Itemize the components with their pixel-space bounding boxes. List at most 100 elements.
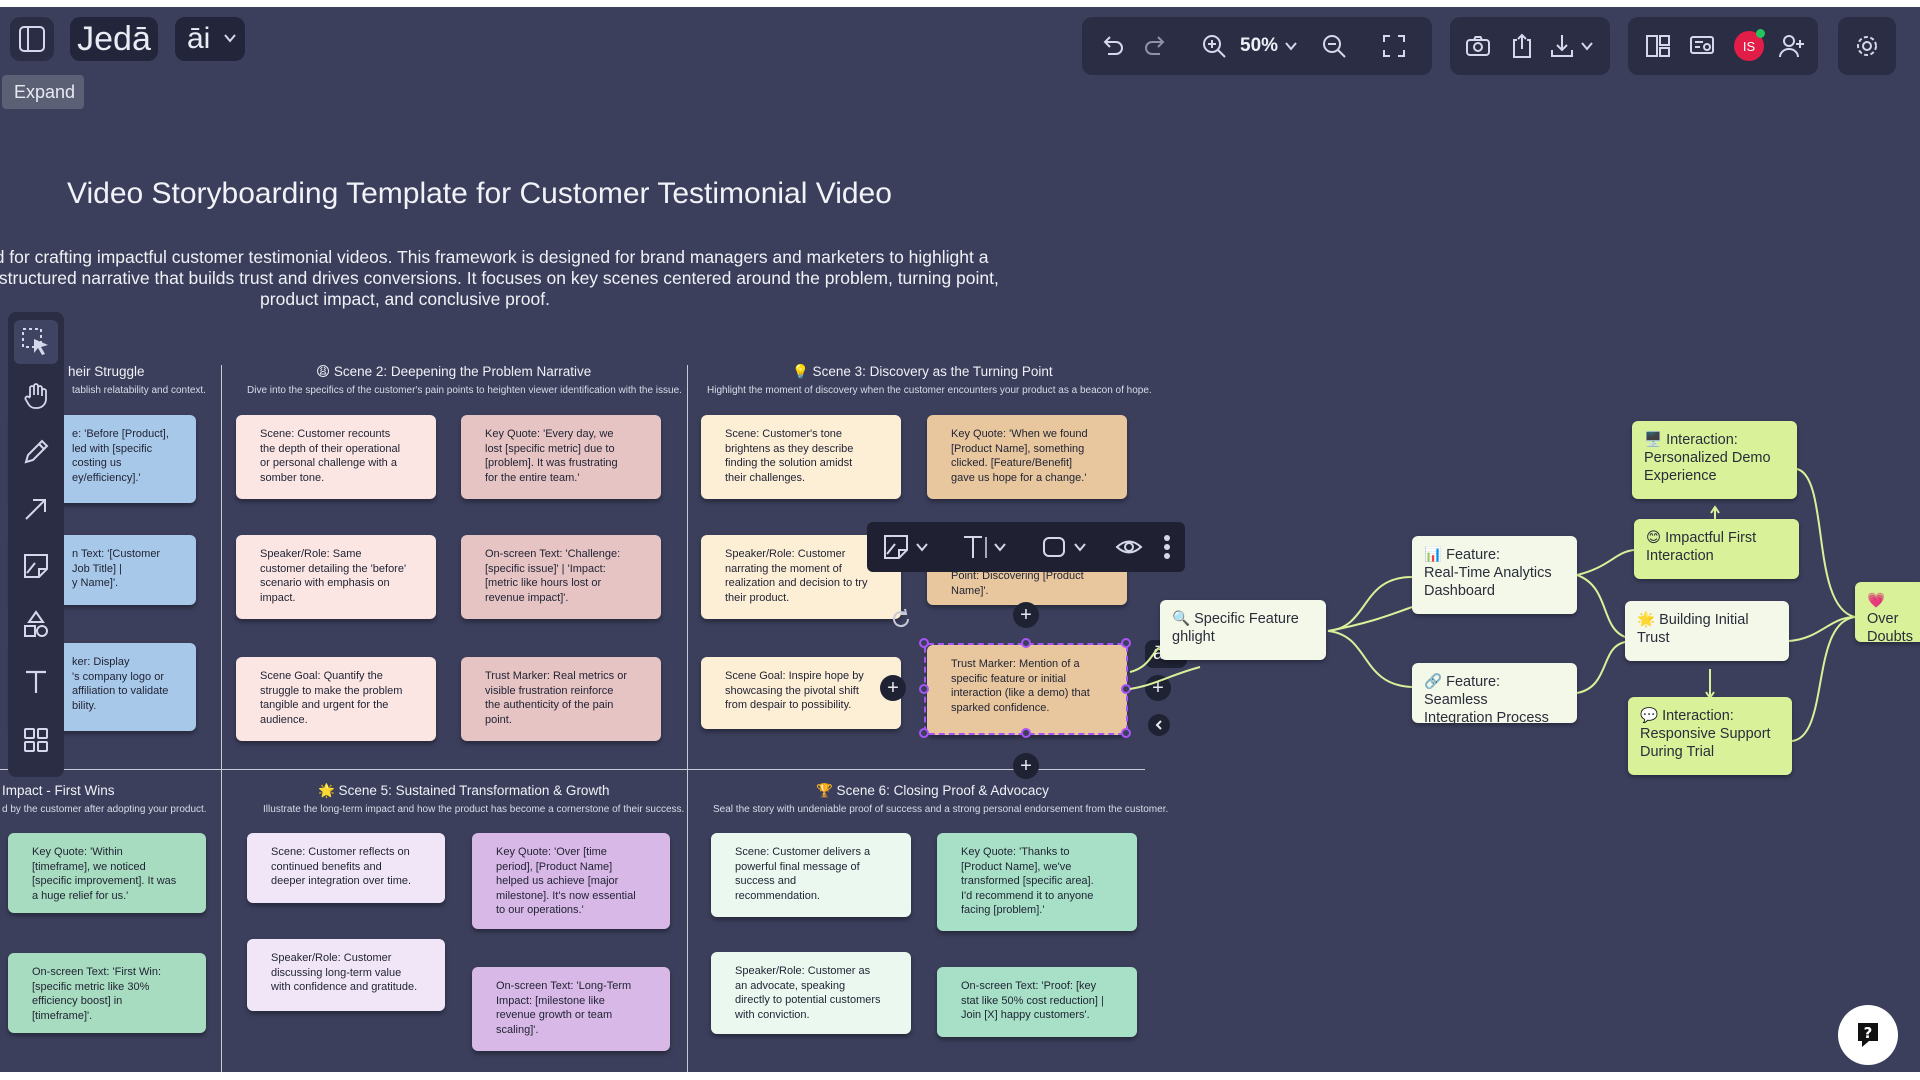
- zoom-in-button[interactable]: [1194, 26, 1234, 66]
- resize-handle[interactable]: [1021, 728, 1031, 738]
- sticky-note[interactable]: Key Quote: 'When we found [Product Name]…: [927, 415, 1127, 499]
- presentation-button[interactable]: [1682, 26, 1722, 66]
- sticky-note-tool[interactable]: [14, 544, 58, 588]
- rotate-icon[interactable]: [888, 606, 914, 632]
- redo-button[interactable]: [1136, 26, 1176, 66]
- settings-button[interactable]: [1838, 17, 1896, 75]
- select-tool[interactable]: [14, 320, 58, 364]
- help-button[interactable]: ?: [1838, 1005, 1898, 1065]
- selected-sticky-note[interactable]: Trust Marker: Mention of a specific feat…: [927, 645, 1127, 735]
- chevron-down-icon: [993, 540, 1007, 554]
- help-icon: ?: [1853, 1020, 1883, 1050]
- zoom-level-dropdown[interactable]: 50%: [1240, 26, 1310, 66]
- mindmap-node-initial-trust[interactable]: 🌟 Building Initial Trust: [1625, 601, 1789, 661]
- shape-style-dropdown[interactable]: [1039, 530, 1097, 564]
- scene-6-subtitle: Seal the story with undeniable proof of …: [713, 804, 1169, 815]
- sticky-note[interactable]: On-screen Text: 'Long-Term Impact: [mile…: [472, 967, 670, 1051]
- sticky-note[interactable]: Scene: Customer reflects on continued be…: [247, 833, 445, 903]
- undo-button[interactable]: [1092, 26, 1132, 66]
- sticky-note[interactable]: Scene: Customer recounts the depth of th…: [236, 415, 436, 499]
- note-style-dropdown[interactable]: [881, 530, 939, 564]
- fit-screen-button[interactable]: [1374, 26, 1414, 66]
- grid-icon: [21, 725, 51, 755]
- plus-icon: +: [1020, 755, 1032, 777]
- resize-handle[interactable]: [919, 728, 929, 738]
- mindmap-node-analytics[interactable]: 📊 Feature: Real-Time Analytics Dashboard: [1412, 536, 1577, 614]
- sticky-note[interactable]: Speaker/Role: Customer as an advocate, s…: [711, 952, 911, 1034]
- sticky-note[interactable]: Trust Marker: Real metrics or visible fr…: [461, 657, 661, 741]
- export-toolbar: [1450, 17, 1610, 75]
- arrow-tool[interactable]: [14, 487, 58, 531]
- sticky-note[interactable]: Key Quote: 'Over [time period], [Product…: [472, 833, 670, 929]
- sticky-note[interactable]: Scene: Customer's tone brightens as they…: [701, 415, 901, 499]
- scene-2-title[interactable]: 😩 Scene 2: Deepening the Problem Narrati…: [316, 364, 592, 379]
- tool-palette: [8, 312, 64, 777]
- collapse-button[interactable]: [1148, 714, 1170, 736]
- more-options-button[interactable]: [1157, 530, 1177, 564]
- sticky-note[interactable]: On-screen Text: 'Proof: [key stat like 5…: [937, 967, 1137, 1037]
- more-vertical-icon: [1162, 532, 1172, 562]
- sticky-note[interactable]: Speaker/Role: Customer discussing long-t…: [247, 939, 445, 1011]
- avatar[interactable]: IS: [1734, 31, 1764, 61]
- sidebar-toggle-button[interactable]: [10, 17, 54, 61]
- ai-menu-button[interactable]: āi: [175, 17, 245, 61]
- screenshot-button[interactable]: [1458, 26, 1498, 66]
- add-node-button[interactable]: +: [1145, 675, 1171, 701]
- sticky-note[interactable]: Key Quote: 'Thanks to [Product Name], we…: [937, 833, 1137, 931]
- sticky-note[interactable]: Scene Goal: Inspire hope by showcasing t…: [701, 657, 901, 729]
- sticky-note[interactable]: On-screen Text: 'First Win: [specific me…: [8, 953, 206, 1033]
- scene-1-title[interactable]: heir Struggle: [68, 364, 145, 379]
- scene-4-title[interactable]: Impact - First Wins: [2, 783, 115, 798]
- app-canvas[interactable]: Jedā āi Expand 50%: [0, 7, 1920, 1072]
- ai-label: āi: [187, 22, 211, 55]
- add-node-button[interactable]: +: [1013, 753, 1039, 779]
- zoom-out-button[interactable]: [1314, 26, 1354, 66]
- add-node-button[interactable]: +: [1013, 602, 1039, 628]
- shapes-tool[interactable]: [14, 602, 58, 646]
- share-button[interactable]: [1502, 26, 1542, 66]
- sticky-note[interactable]: Key Quote: 'Every day, we lost [specific…: [461, 415, 661, 499]
- resize-handle[interactable]: [919, 638, 929, 648]
- text-tool[interactable]: [14, 660, 58, 704]
- resize-handle[interactable]: [1121, 728, 1131, 738]
- add-node-button[interactable]: +: [880, 675, 906, 701]
- text-style-dropdown[interactable]: [959, 530, 1017, 564]
- pan-tool[interactable]: [14, 374, 58, 418]
- resize-handle[interactable]: [1021, 638, 1031, 648]
- resize-handle[interactable]: [1121, 638, 1131, 648]
- sidebar-panel-icon: [10, 17, 54, 61]
- description-line: product impact, and conclusive proof.: [260, 289, 550, 309]
- format-toolbar: [867, 522, 1185, 572]
- sticky-note[interactable]: Scene: Customer delivers a powerful fina…: [711, 833, 911, 917]
- scene-5-title[interactable]: 🌟 Scene 5: Sustained Transformation & Gr…: [318, 783, 610, 798]
- hand-icon: [21, 381, 51, 411]
- split-layout-icon: [1644, 32, 1672, 60]
- mindmap-node-support[interactable]: 💬 Interaction: Responsive Support During…: [1628, 697, 1792, 775]
- sticky-note[interactable]: On-screen Text: 'Challenge: [specific is…: [461, 535, 661, 619]
- online-status-dot: [1756, 29, 1765, 38]
- mindmap-node-demo[interactable]: 🖥️ Interaction: Personalized Demo Experi…: [1632, 421, 1797, 499]
- layout-button[interactable]: [1638, 26, 1678, 66]
- mindmap-node-first-interaction[interactable]: 😊 Impactful First Interaction: [1634, 519, 1799, 579]
- mindmap-node-integration[interactable]: 🔗 Feature: Seamless Integration Process: [1412, 663, 1577, 726]
- templates-tool[interactable]: [14, 718, 58, 762]
- focus-button[interactable]: [1109, 530, 1149, 564]
- mindmap-node-overcoming-doubts[interactable]: 💗 Over Doubts: [1855, 582, 1920, 645]
- sticky-note[interactable]: Scene Goal: Quantify the struggle to mak…: [236, 657, 436, 741]
- chevron-left-icon: [1153, 719, 1165, 731]
- scene-3-title[interactable]: 💡 Scene 3: Discovery as the Turning Poin…: [792, 364, 1053, 379]
- mindmap-node-specific-feature[interactable]: 🔍 Specific Feature ghlight: [1160, 600, 1326, 660]
- resize-handle[interactable]: [919, 684, 929, 694]
- chevron-down-icon: [1580, 39, 1594, 53]
- board-title[interactable]: Video Storyboarding Template for Custome…: [67, 177, 892, 210]
- shapes-icon: [21, 609, 51, 639]
- download-dropdown[interactable]: [1548, 26, 1606, 66]
- sticky-note[interactable]: Speaker/Role: Same customer detailing th…: [236, 535, 436, 619]
- sticky-note[interactable]: Key Quote: 'Within [timeframe], we notic…: [8, 833, 206, 913]
- pen-tool[interactable]: [14, 430, 58, 474]
- board-description[interactable]: arding template tailored for crafting im…: [0, 247, 1130, 310]
- invite-user-button[interactable]: [1772, 26, 1812, 66]
- sticky-note-icon: [21, 551, 51, 581]
- chevron-down-icon: [1073, 540, 1087, 554]
- scene-6-title[interactable]: 🏆 Scene 6: Closing Proof & Advocacy: [816, 783, 1049, 798]
